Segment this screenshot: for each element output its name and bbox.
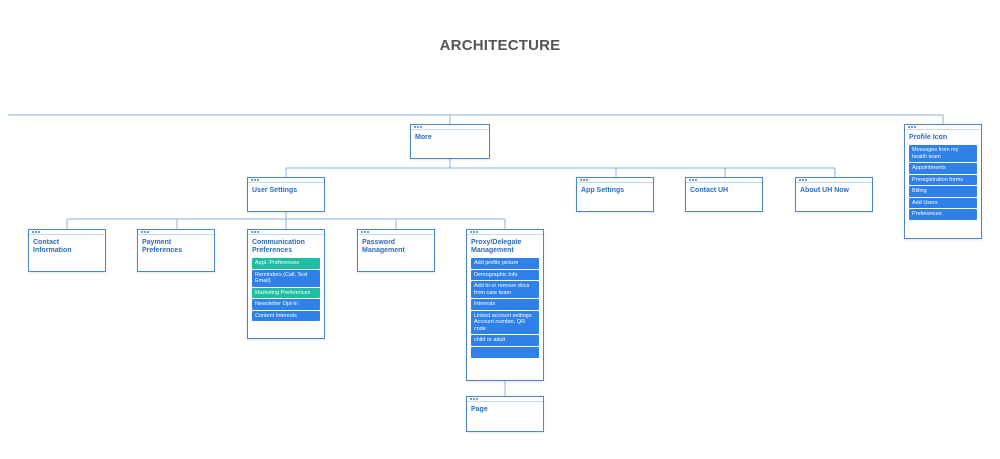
list-item: Interests — [471, 299, 539, 310]
list-item: Preregistration forms — [909, 174, 977, 185]
window-dots-icon — [470, 398, 478, 402]
node-label: Communication Preferences — [252, 239, 305, 254]
node-payment-preferences: Payment Preferences — [137, 229, 215, 272]
node-label: Profile Icon — [909, 134, 948, 141]
window-dots-icon — [580, 179, 588, 183]
node-header-divider — [686, 182, 762, 183]
list-item: Preferences — [909, 209, 977, 220]
node-header-divider — [796, 182, 872, 183]
node-header-divider — [467, 234, 543, 235]
window-dots-icon — [908, 126, 916, 130]
node-password-management: Password Management — [357, 229, 435, 272]
node-header-divider — [905, 129, 981, 130]
list-item: Linked account settings. Account number,… — [471, 310, 539, 334]
window-dots-icon — [141, 231, 149, 235]
node-label: Password Management — [362, 239, 405, 254]
node-header-divider — [138, 234, 214, 235]
node-contact-information: Contact Information — [28, 229, 106, 272]
list-item: Appointments — [909, 163, 977, 174]
node-header-divider — [29, 234, 105, 235]
node-app-settings: App Settings — [576, 177, 654, 212]
list-item: Content Interests — [252, 310, 320, 321]
node-communication-preferences: Communication Preferences Appt. Preferen… — [247, 229, 325, 339]
window-dots-icon — [361, 231, 369, 235]
node-label: User Settings — [252, 187, 298, 194]
node-label: Page — [471, 406, 488, 413]
window-dots-icon — [799, 179, 807, 183]
list-item: Add to or remove docs from care team — [471, 281, 539, 298]
node-label: App Settings — [581, 187, 625, 194]
page-title: ARCHITECTURE — [439, 37, 561, 54]
node-proxy-delegate-management: Proxy/Delegate Management Add profile pi… — [466, 229, 544, 381]
node-label: Payment Preferences — [142, 239, 183, 254]
window-dots-icon — [470, 231, 478, 235]
node-user-settings: User Settings — [247, 177, 325, 212]
node-more: More — [410, 124, 490, 159]
list-item: Reminders (Call, Text Email) — [252, 269, 320, 287]
node-item-list: Add profile picture Demographic Info Add… — [471, 258, 539, 358]
list-item: Demographic Info — [471, 269, 539, 280]
node-label: Contact Information — [33, 239, 72, 254]
node-item-list: Messages from my health team Appointment… — [909, 145, 977, 220]
node-header-divider — [577, 182, 653, 183]
window-dots-icon — [251, 231, 259, 235]
list-item: Add Users — [909, 197, 977, 208]
list-item: Appt. Preferences — [252, 258, 320, 269]
node-page: Page — [466, 396, 544, 432]
node-profile-icon: Profile Icon Messages from my health tea… — [904, 124, 982, 239]
node-contact-uh: Contact UH — [685, 177, 763, 212]
node-item-list: Appt. Preferences Reminders (Call, Text … — [252, 258, 320, 321]
window-dots-icon — [689, 179, 697, 183]
window-dots-icon — [414, 126, 422, 130]
node-about-uh-now: About UH Now — [795, 177, 873, 212]
node-label: More — [415, 134, 432, 141]
list-item — [471, 346, 539, 358]
window-dots-icon — [251, 179, 259, 183]
list-item: Add profile picture — [471, 258, 539, 269]
node-label: Contact UH — [690, 187, 729, 194]
list-item: Newsletter Opt-In — [252, 299, 320, 310]
node-header-divider — [248, 182, 324, 183]
list-item: Messages from my health team — [909, 145, 977, 162]
list-item: child or adult — [471, 335, 539, 346]
node-header-divider — [358, 234, 434, 235]
window-dots-icon — [32, 231, 40, 235]
node-label: Proxy/Delegate Management — [471, 239, 522, 254]
node-header-divider — [467, 401, 543, 402]
node-header-divider — [411, 129, 489, 130]
list-item: Billing — [909, 186, 977, 197]
node-header-divider — [248, 234, 324, 235]
node-label: About UH Now — [800, 187, 849, 194]
list-item: Marketing Preferences — [252, 287, 320, 298]
